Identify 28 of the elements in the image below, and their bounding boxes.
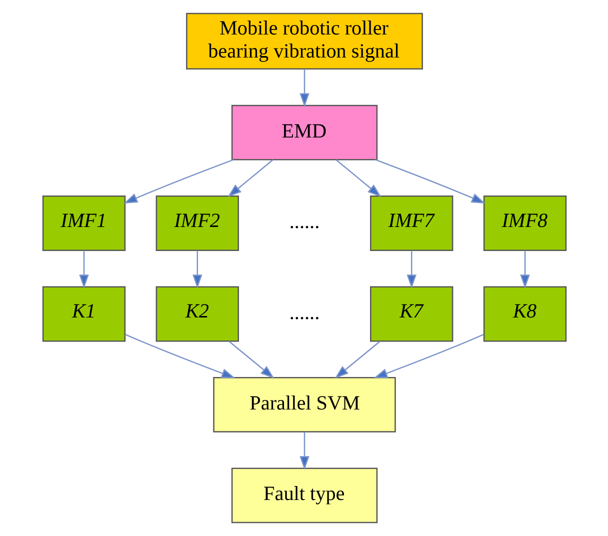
node-box: K1 — [42, 286, 126, 342]
arrow — [406, 250, 416, 289]
arrow — [124, 334, 235, 378]
arrow — [192, 250, 202, 289]
arrow — [334, 340, 380, 379]
node-box: IMF2 — [155, 196, 238, 251]
node-box: EMD — [230, 104, 378, 160]
node-box: IMF8 — [482, 196, 566, 251]
node-box: Fault type — [230, 468, 378, 524]
arrow — [299, 69, 309, 108]
node-box: IMF7 — [370, 196, 453, 251]
node-box: K8 — [482, 286, 566, 342]
label: ...... — [288, 211, 320, 234]
arrow — [123, 159, 234, 204]
arrow — [78, 250, 88, 289]
node-box: K7 — [370, 286, 453, 342]
arrow — [335, 159, 381, 198]
arrow — [227, 159, 273, 198]
arrow — [374, 159, 485, 204]
arrow — [228, 340, 274, 379]
node-box: Mobile robotic roller bearing vibration signal — [186, 12, 422, 70]
label: ...... — [288, 302, 320, 324]
node-box: Parallel SVM — [212, 377, 396, 432]
node-box: IMF1 — [42, 196, 126, 251]
arrow — [520, 250, 530, 289]
node-box: K2 — [155, 286, 238, 342]
arrow — [373, 334, 484, 378]
arrow — [299, 432, 309, 470]
